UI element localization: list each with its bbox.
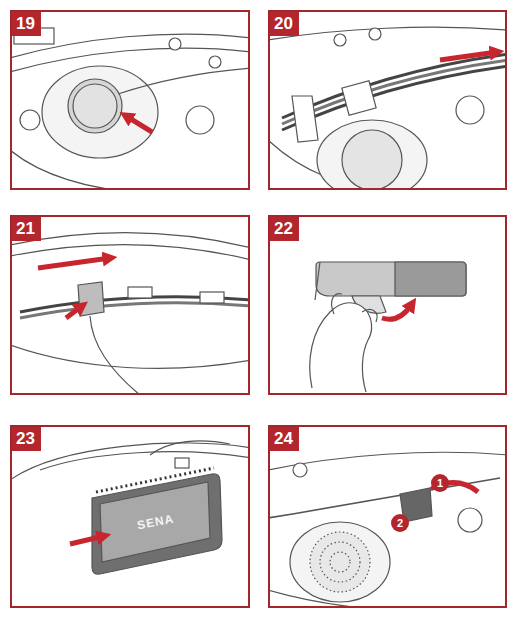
step-panel: 24 1 2 (268, 425, 507, 608)
device-logo: SENA (136, 512, 175, 533)
step-number: 23 (12, 427, 41, 451)
step-panel: 19 (10, 10, 250, 190)
step-panel: 22 (268, 215, 507, 395)
step-panel: 23 (10, 425, 250, 608)
callout-circle: 1 (431, 474, 449, 492)
step-number: 21 (12, 217, 41, 241)
step-19-drawing (12, 28, 248, 188)
step-22-drawing (310, 262, 466, 392)
step-panel: 21 (10, 215, 250, 395)
callout-circle: 2 (391, 514, 409, 532)
step-21-drawing (12, 233, 248, 393)
step-24-drawing (270, 452, 505, 606)
step-number: 20 (270, 12, 299, 36)
step-number: 24 (270, 427, 299, 451)
step-panel: 20 (268, 10, 507, 190)
step-number: 22 (270, 217, 299, 241)
callout-number: 2 (397, 518, 403, 529)
step-20-drawing (270, 27, 505, 188)
step-23-drawing (12, 441, 248, 574)
callout-number: 1 (437, 478, 443, 489)
step-number: 19 (12, 12, 41, 36)
